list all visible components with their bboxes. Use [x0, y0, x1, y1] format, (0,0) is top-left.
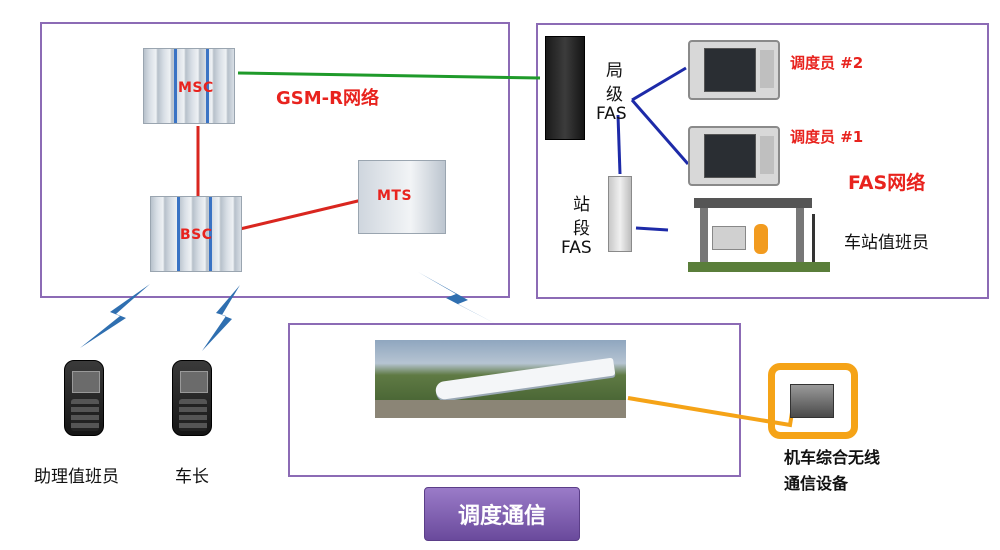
device-highlight-frame: [768, 363, 858, 439]
bureau-fas-to-disp2: [631, 66, 687, 102]
mobile-phone-icon: [172, 360, 212, 436]
station-duty-label: 车站值班员: [844, 233, 929, 253]
bureau-fas-line3: FAS: [596, 104, 627, 124]
dispatcher-1-label: 调度员 #1: [790, 128, 864, 146]
assistant-duty-label: 助理值班员: [34, 467, 119, 487]
dispatcher-terminal-icon: [688, 126, 780, 186]
station-fas-to-duty: [635, 226, 669, 232]
dispatcher-2-label: 调度员 #2: [790, 54, 864, 72]
bureau-fas-server-icon: [545, 36, 585, 140]
mobile-phone-icon: [64, 360, 104, 436]
wireless-bolt-icon: [80, 284, 150, 348]
station-fas-line2: 段: [573, 219, 590, 239]
device-label-line2: 通信设备: [784, 474, 849, 493]
core-network-panel: [40, 22, 510, 298]
msc-equipment: [143, 48, 235, 124]
station-fas-line3: FAS: [561, 238, 592, 258]
bureau-fas-to-disp1: [630, 99, 690, 165]
station-fas-line1: 站: [573, 195, 590, 215]
conductor-label: 车长: [175, 467, 209, 487]
gsmr-network-label: GSM-R网络: [276, 88, 379, 109]
dispatcher-terminal-icon: [688, 40, 780, 100]
device-label-line1: 机车综合无线: [784, 448, 881, 467]
bsc-label: BSC: [180, 227, 213, 243]
msc-label: MSC: [178, 80, 214, 96]
bsc-mts-link: [239, 198, 363, 231]
mts-equipment: [358, 160, 446, 234]
train-panel: [288, 323, 741, 477]
dispatch-communication-title: 调度通信: [424, 487, 580, 541]
bsc-equipment: [150, 196, 242, 272]
wireless-bolt-icon: [418, 272, 496, 324]
bureau-fas-line1: 局: [606, 61, 623, 81]
wireless-bolt-icon: [202, 285, 240, 351]
high-speed-train-image: [375, 340, 626, 418]
fas-network-label: FAS网络: [848, 172, 926, 194]
mts-label: MTS: [377, 188, 413, 204]
bureau-fas-line2: 级: [606, 85, 623, 105]
fas-network-panel: [536, 23, 989, 299]
bureau-to-station-fas: [616, 114, 622, 175]
locomotive-radio-device-icon: [790, 384, 834, 418]
gsmr-link-line: [237, 71, 541, 80]
station-fas-cabinet-icon: [608, 176, 632, 252]
station-duty-booth-icon: [688, 196, 830, 276]
